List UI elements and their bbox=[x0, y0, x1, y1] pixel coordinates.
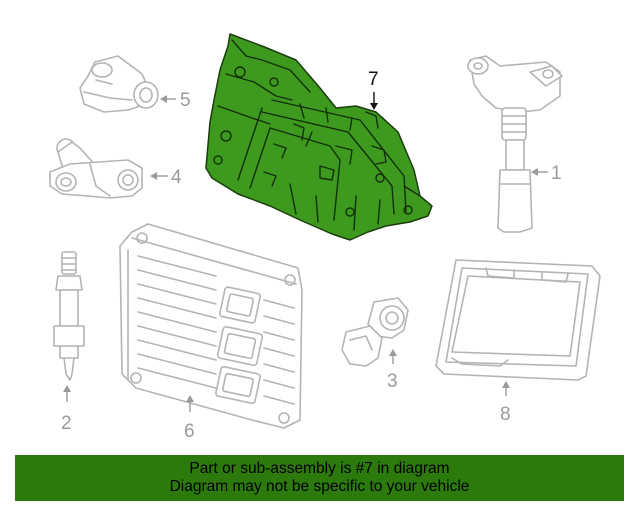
part-7-ecm-bracket-highlighted[interactable] bbox=[205, 33, 433, 241]
banner-line-2: Diagram may not be specific to your vehi… bbox=[169, 478, 470, 495]
part-8-bracket[interactable] bbox=[435, 259, 601, 381]
callout-6: 6 bbox=[184, 421, 195, 442]
callout-3: 3 bbox=[387, 371, 398, 392]
callout-5: 5 bbox=[180, 90, 191, 111]
banner-line-1: Part or sub-assembly is #7 in diagram bbox=[189, 460, 450, 477]
callout-1: 1 bbox=[551, 163, 562, 184]
callout-4: 4 bbox=[171, 167, 182, 188]
part-4-crank-sensor[interactable] bbox=[49, 138, 143, 199]
part-6-ecm[interactable] bbox=[119, 223, 303, 429]
callout-8: 8 bbox=[500, 404, 511, 425]
callout-7: 7 bbox=[368, 69, 379, 90]
part-info-banner: Part or sub-assembly is #7 in diagram Di… bbox=[15, 455, 624, 501]
part-3-knock-sensor[interactable] bbox=[341, 297, 409, 367]
callout-2: 2 bbox=[61, 413, 72, 434]
parts-diagram: 5 4 2 bbox=[49, 33, 601, 442]
part-5-cam-sensor[interactable] bbox=[79, 55, 159, 113]
part-1-ignition-coil[interactable] bbox=[467, 55, 563, 233]
part-2-oxygen-sensor[interactable] bbox=[53, 251, 85, 381]
